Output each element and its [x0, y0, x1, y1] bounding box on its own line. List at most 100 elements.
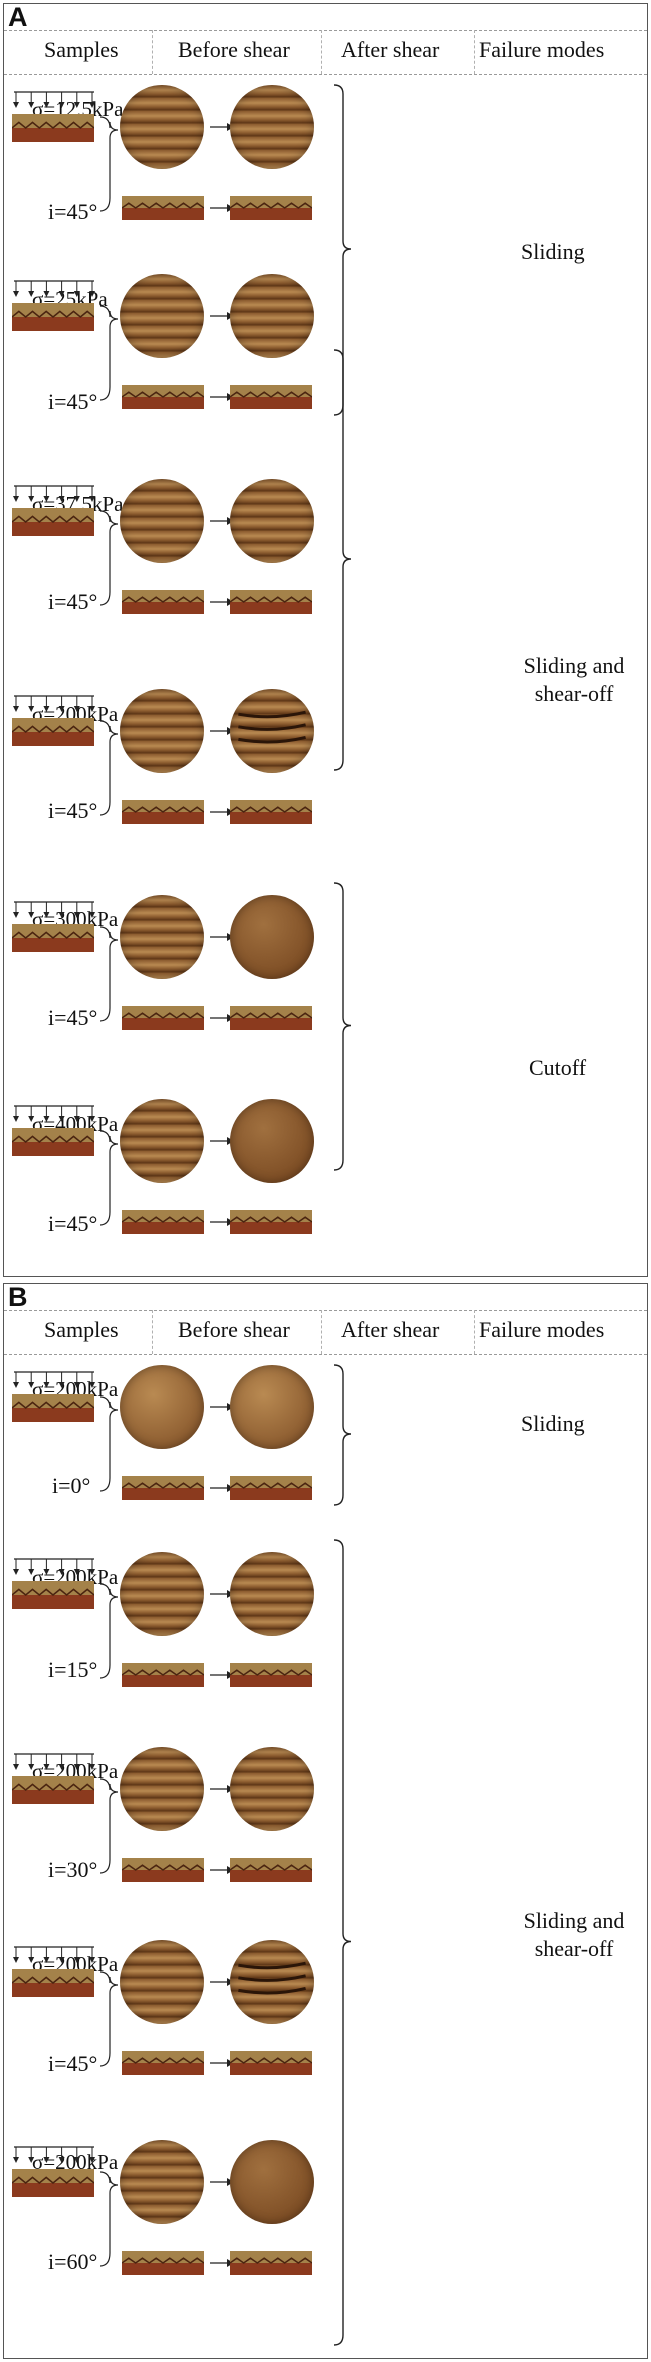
header-top-divider	[4, 30, 647, 31]
panel-b-letter: B	[8, 1282, 28, 1312]
b-row-3-before-slab	[122, 1858, 204, 1882]
a-row-5-sample-slab	[12, 924, 94, 952]
a-row-5-after-disc	[230, 895, 314, 979]
b-row-2-bracket	[99, 1583, 119, 1679]
panel-b: B Samples Before shear After shear Failu…	[3, 1282, 648, 2359]
panel-a: A Samples Before shear After shear Failu…	[3, 2, 648, 1277]
mode-sliding: Sliding	[521, 239, 585, 264]
row-1-asperity-angle: i=0°	[52, 1473, 91, 1498]
mode-sliding: Sliding	[521, 1411, 585, 1436]
a-row-6-after-slab	[230, 1210, 312, 1234]
a-row-1-bracket	[99, 116, 119, 212]
mode-sliding-and-shear-off-label: Sliding and shear-off	[523, 1908, 625, 1961]
b-row-1-before-slab	[122, 1476, 204, 1500]
b-row-3-after-slab	[230, 1858, 312, 1882]
a-row-6-before-disc	[120, 1099, 204, 1183]
mode-sliding-and-shear-off: Sliding and shear-off	[509, 1907, 639, 1963]
brace-sliding-and-shear-off	[333, 1539, 352, 2346]
b-row-2-after-disc	[230, 1552, 314, 1636]
b-row-1-sample-slab	[12, 1394, 94, 1422]
a-row-5-before-slab	[122, 1006, 204, 1030]
b-row-5-sample-slab	[12, 2169, 94, 2197]
header-before-shear: Before shear	[178, 1317, 290, 1342]
b-row-5-load-arrows	[13, 2146, 95, 2163]
b-row-3-bracket	[99, 1778, 119, 1874]
a-row-6-load-arrows	[13, 1105, 95, 1122]
b-row-5-before-disc	[120, 2140, 204, 2224]
b-row-5-bracket	[99, 2171, 119, 2267]
b-row-3-before-disc	[120, 1747, 204, 1831]
row-6-asperity-angle: i=45°	[48, 1211, 98, 1236]
row-1-asperity-angle: i=45°	[48, 199, 98, 224]
row-2-asperity-angle: i=45°	[48, 389, 98, 414]
header-col-divider-1	[152, 30, 153, 74]
header-after-shear: After shear	[341, 1317, 440, 1342]
a-row-6-bracket	[99, 1130, 119, 1226]
header-samples: Samples	[44, 37, 119, 62]
header-top-divider	[4, 1310, 647, 1311]
a-row-6-sample-slab	[12, 1128, 94, 1156]
row-4-asperity-angle: i=45°	[48, 2051, 98, 2076]
row-3-asperity-angle: i=45°	[48, 589, 98, 614]
panel-a-letter: A	[8, 2, 28, 32]
a-row-4-before-slab	[122, 800, 204, 824]
b-row-3-after-disc	[230, 1747, 314, 1831]
a-row-3-load-arrows	[13, 485, 95, 502]
row-2-asperity-angle: i=15°	[48, 1657, 98, 1682]
a-row-6-after-disc	[230, 1099, 314, 1183]
a-row-2-sample-slab	[12, 303, 94, 331]
header-samples: Samples	[44, 1317, 119, 1342]
row-5-asperity-angle: i=45°	[48, 1005, 98, 1030]
header-after-shear: After shear	[341, 37, 440, 62]
b-row-1-bracket	[99, 1396, 119, 1492]
a-row-4-load-arrows	[13, 695, 95, 712]
b-row-2-before-slab	[122, 1663, 204, 1687]
a-row-1-before-slab	[122, 196, 204, 220]
b-row-2-before-disc	[120, 1552, 204, 1636]
b-row-4-after-disc	[230, 1940, 314, 2024]
a-row-2-before-slab	[122, 385, 204, 409]
header-col-divider-2	[321, 1310, 322, 1354]
b-row-4-after-slab	[230, 2051, 312, 2075]
a-row-4-bracket	[99, 720, 119, 816]
a-row-1-sample-slab	[12, 114, 94, 142]
a-row-4-sample-slab	[12, 718, 94, 746]
mode-cutoff: Cutoff	[529, 1055, 587, 1080]
header-before-shear: Before shear	[178, 37, 290, 62]
header-col-divider-3	[474, 30, 475, 74]
a-row-3-before-slab	[122, 590, 204, 614]
b-row-4-sample-slab	[12, 1969, 94, 1997]
a-row-3-bracket	[99, 510, 119, 606]
b-row-2-after-slab	[230, 1663, 312, 1687]
a-row-6-before-slab	[122, 1210, 204, 1234]
a-row-3-before-disc	[120, 479, 204, 563]
b-row-1-after-disc	[230, 1365, 314, 1449]
a-row-5-before-disc	[120, 895, 204, 979]
b-row-2-load-arrows	[13, 1558, 95, 1575]
a-row-2-after-slab	[230, 385, 312, 409]
b-row-1-before-disc	[120, 1365, 204, 1449]
b-row-5-before-slab	[122, 2251, 204, 2275]
brace-sliding-and-shear-off	[333, 349, 352, 771]
a-row-4-after-disc	[230, 689, 314, 773]
b-row-4-bracket	[99, 1971, 119, 2067]
shear-crack-lines	[238, 710, 306, 744]
mode-sliding-and-shear-off: Sliding and shear-off	[509, 652, 639, 708]
b-row-5-after-disc	[230, 2140, 314, 2224]
header-col-divider-2	[321, 30, 322, 74]
header-bottom-divider	[4, 1354, 647, 1355]
a-row-3-sample-slab	[12, 508, 94, 536]
a-row-1-after-disc	[230, 85, 314, 169]
b-row-3-load-arrows	[13, 1753, 95, 1770]
a-row-3-after-disc	[230, 479, 314, 563]
a-row-3-after-slab	[230, 590, 312, 614]
a-row-5-after-slab	[230, 1006, 312, 1030]
row-5-asperity-angle: i=60°	[48, 2249, 98, 2274]
shear-crack-lines	[238, 1961, 306, 1995]
a-row-1-load-arrows	[13, 91, 95, 108]
mode-sliding-and-shear-off-label: Sliding and shear-off	[523, 653, 625, 706]
a-row-5-load-arrows	[13, 901, 95, 918]
b-row-5-after-slab	[230, 2251, 312, 2275]
b-row-3-sample-slab	[12, 1776, 94, 1804]
b-row-1-load-arrows	[13, 1371, 95, 1388]
